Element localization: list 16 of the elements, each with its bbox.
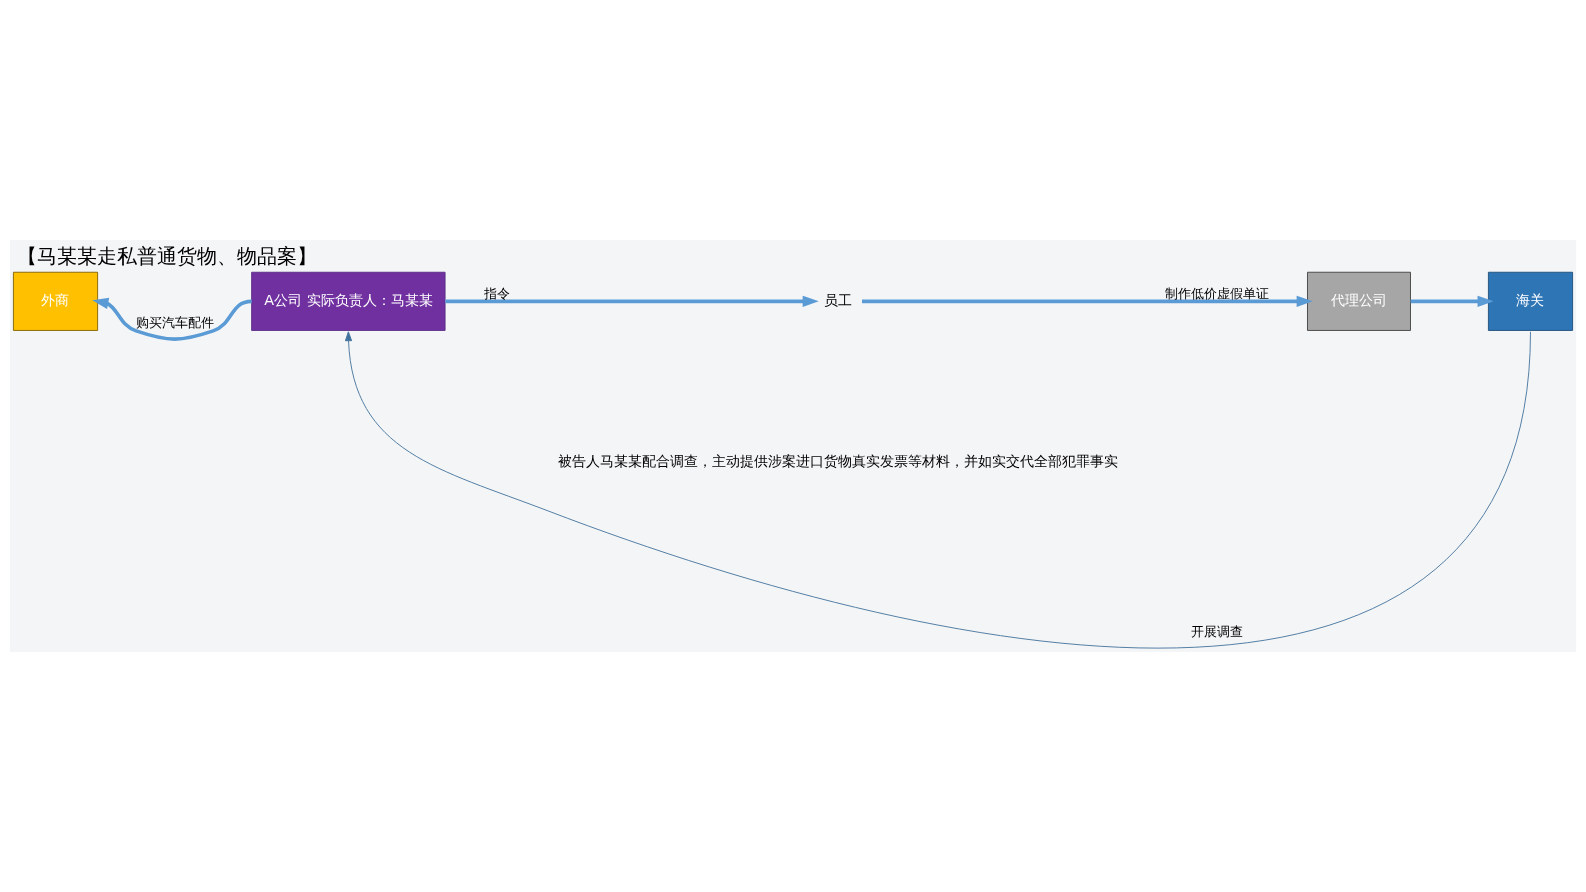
diagram-title: 【马某某走私普通货物、物品案】 xyxy=(17,244,318,268)
arrow xyxy=(92,297,252,341)
label: 被告人马某某配合调查，主动提供涉案进口货物真实发票等材料，并如实交代全部犯罪事实 xyxy=(557,452,1118,469)
edge-label: 开展调查 xyxy=(1191,623,1244,639)
edge-label: 指令 xyxy=(483,285,510,301)
node-text: 员工 xyxy=(823,291,852,308)
arrow xyxy=(1410,295,1494,307)
node-box: A公司 实际负责人：马某某 xyxy=(251,271,446,331)
arrow xyxy=(445,295,819,307)
arrow xyxy=(862,295,1313,307)
node-box: 外商 xyxy=(12,271,99,331)
edge-label: 购买汽车配件 xyxy=(135,315,214,331)
edge-label: 制作低价虚假单证 xyxy=(1165,285,1270,301)
arrow xyxy=(344,331,1531,648)
node-box: 代理公司 xyxy=(1307,271,1411,331)
node-box: 海关 xyxy=(1487,271,1574,331)
